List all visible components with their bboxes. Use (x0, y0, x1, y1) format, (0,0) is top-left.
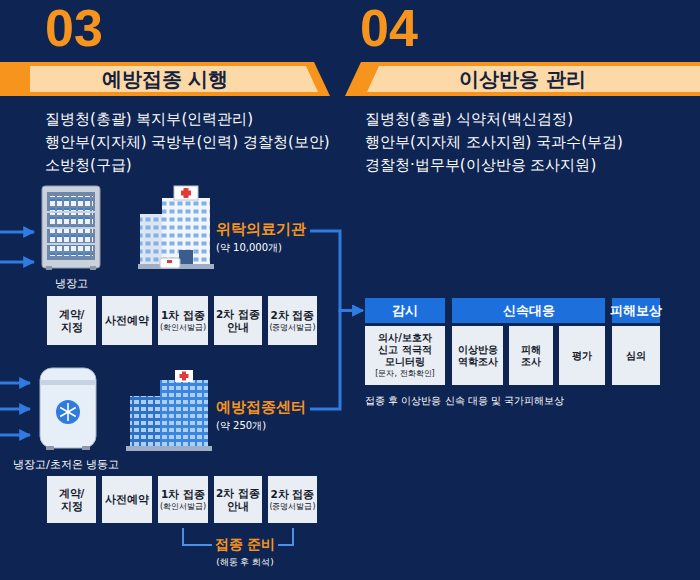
process-box: 사전예약 (102, 476, 152, 523)
center-illustration (126, 370, 212, 451)
process-box: 계약/지정 (47, 476, 96, 523)
node-subtext: (증명서발급) (269, 502, 315, 511)
node-title: 2차 접종 (271, 488, 315, 501)
process-box: 계약/지정 (47, 296, 96, 345)
process-box: 피해 조사 (509, 326, 553, 385)
site-label: 예방접종센터 (약 250개) (216, 398, 308, 434)
process-box: 2차 접종 안내 (214, 296, 262, 345)
agency-text: 행안부(지자체) 국방부(인력) 경찰청(보안) (45, 133, 330, 152)
process-box: 사전예약 (102, 296, 152, 345)
process-box: 이상반응 역학조사 (452, 326, 503, 385)
process-box: 1차 접종(확인서발급) (158, 296, 208, 345)
section-banner: 03예방접종 시행 (0, 62, 330, 96)
header-band: 감시 (365, 298, 445, 323)
note-label: 접종 준비 (215, 536, 276, 554)
node-title: 평가 (572, 350, 592, 362)
fridge-illustration (42, 186, 100, 270)
node-subtext: 이상반응 관리 (459, 66, 586, 93)
node-title: 피해 조사 (511, 344, 551, 368)
agency-text: 질병청(총괄) 복지부(인력관리) (45, 110, 253, 129)
node-title: 위탁의료기관 (216, 220, 308, 239)
node-title: 사전예약 (105, 493, 149, 506)
node-title: 1차 접종 (161, 309, 205, 322)
node-title: 예방접종센터 (216, 398, 308, 417)
node-title: 감시 (392, 302, 418, 320)
input-arrow (0, 232, 34, 435)
node-title: 신속대응 (503, 302, 555, 320)
hospital-illustration (138, 186, 214, 269)
node-subtext: (증명서발급) (269, 323, 315, 332)
note-label: 냉장고/초저온 냉동고 (13, 457, 119, 472)
node-title: 03 (45, 2, 103, 54)
node-title: 계약/지정 (49, 487, 94, 512)
process-box: 심의 (612, 326, 660, 385)
node-title: 1차 접종 (161, 488, 205, 501)
freezer-illustration (40, 368, 96, 450)
agency-text: 질병청(총괄) 식약처(백신검정) (365, 110, 573, 129)
node-title: 04 (360, 2, 418, 54)
flow-connector (310, 311, 363, 410)
process-box: 2차 접종(증명서발급) (268, 296, 317, 345)
note-label: 접종 후 이상반응 신속 대응 및 국가피해보상 (365, 394, 564, 408)
node-title: 계약/지정 (49, 308, 94, 333)
node-title: 2차 접종 안내 (216, 487, 260, 512)
agency-text: 경찰청·법무부(이상반응 조사지원) (365, 156, 596, 175)
agency-text: 소방청(구급) (45, 156, 132, 175)
header-band: 신속대응 (452, 298, 605, 323)
agency-text: 행안부(지자체 조사지원) 국과수(부검) (365, 133, 623, 152)
node-title: 심의 (626, 350, 646, 362)
process-box: 2차 접종(증명서발급) (268, 476, 317, 523)
node-title: 2차 접종 안내 (216, 308, 260, 333)
header-band: 피해보상 (612, 298, 660, 323)
site-label: 위탁의료기관 (약 10,000개) (216, 220, 308, 256)
node-title: 피해보상 (610, 302, 662, 320)
flow-connector (310, 231, 363, 311)
node-title: 의사/보호자 신고 적극적 모니터링 (367, 332, 443, 368)
node-subtext: (약 10,000개) (216, 241, 308, 255)
node-subtext: (확인서발급) (160, 502, 206, 511)
process-box: 의사/보호자 신고 적극적 모니터링[문자, 전화확인] (365, 326, 445, 385)
node-subtext: 예방접종 시행 (102, 66, 229, 93)
section-banner: 04이상반응 관리 (345, 62, 700, 96)
node-title: 사전예약 (105, 314, 149, 327)
node-title: 2차 접종 (271, 309, 315, 322)
process-box: 2차 접종 안내 (214, 476, 262, 523)
process-box: 1차 접종(확인서발급) (158, 476, 208, 523)
node-subtext: (확인서발급) (160, 323, 206, 332)
process-box: 평가 (559, 326, 605, 385)
note-label: (해동 후 희석) (216, 556, 274, 569)
node-subtext: (약 250개) (216, 419, 308, 433)
node-title: 이상반응 역학조사 (454, 344, 501, 368)
node-subtext: [문자, 전화확인] (375, 369, 434, 378)
note-label: 냉장고 (55, 276, 88, 291)
